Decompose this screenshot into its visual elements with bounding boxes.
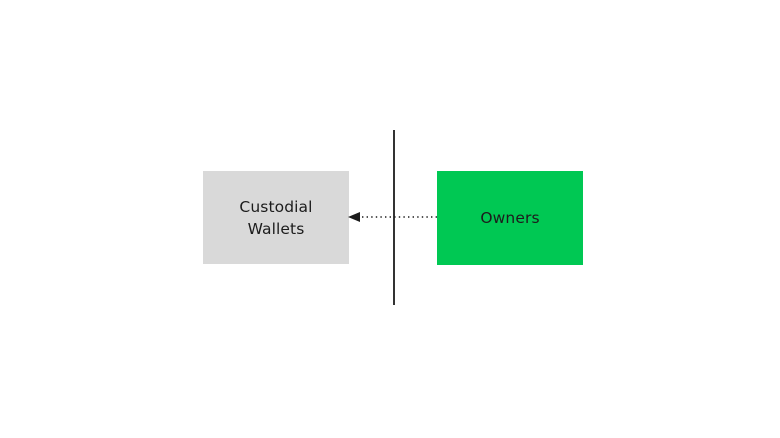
vertical-boundary-line [393,130,395,305]
arrowhead-left-icon [348,212,360,222]
node-custodial-wallets[interactable]: Custodial Wallets [203,171,349,264]
node-custodial-wallets-label: Custodial Wallets [239,197,313,238]
node-owners-label: Owners [480,209,540,227]
node-owners[interactable]: Owners [437,171,583,265]
